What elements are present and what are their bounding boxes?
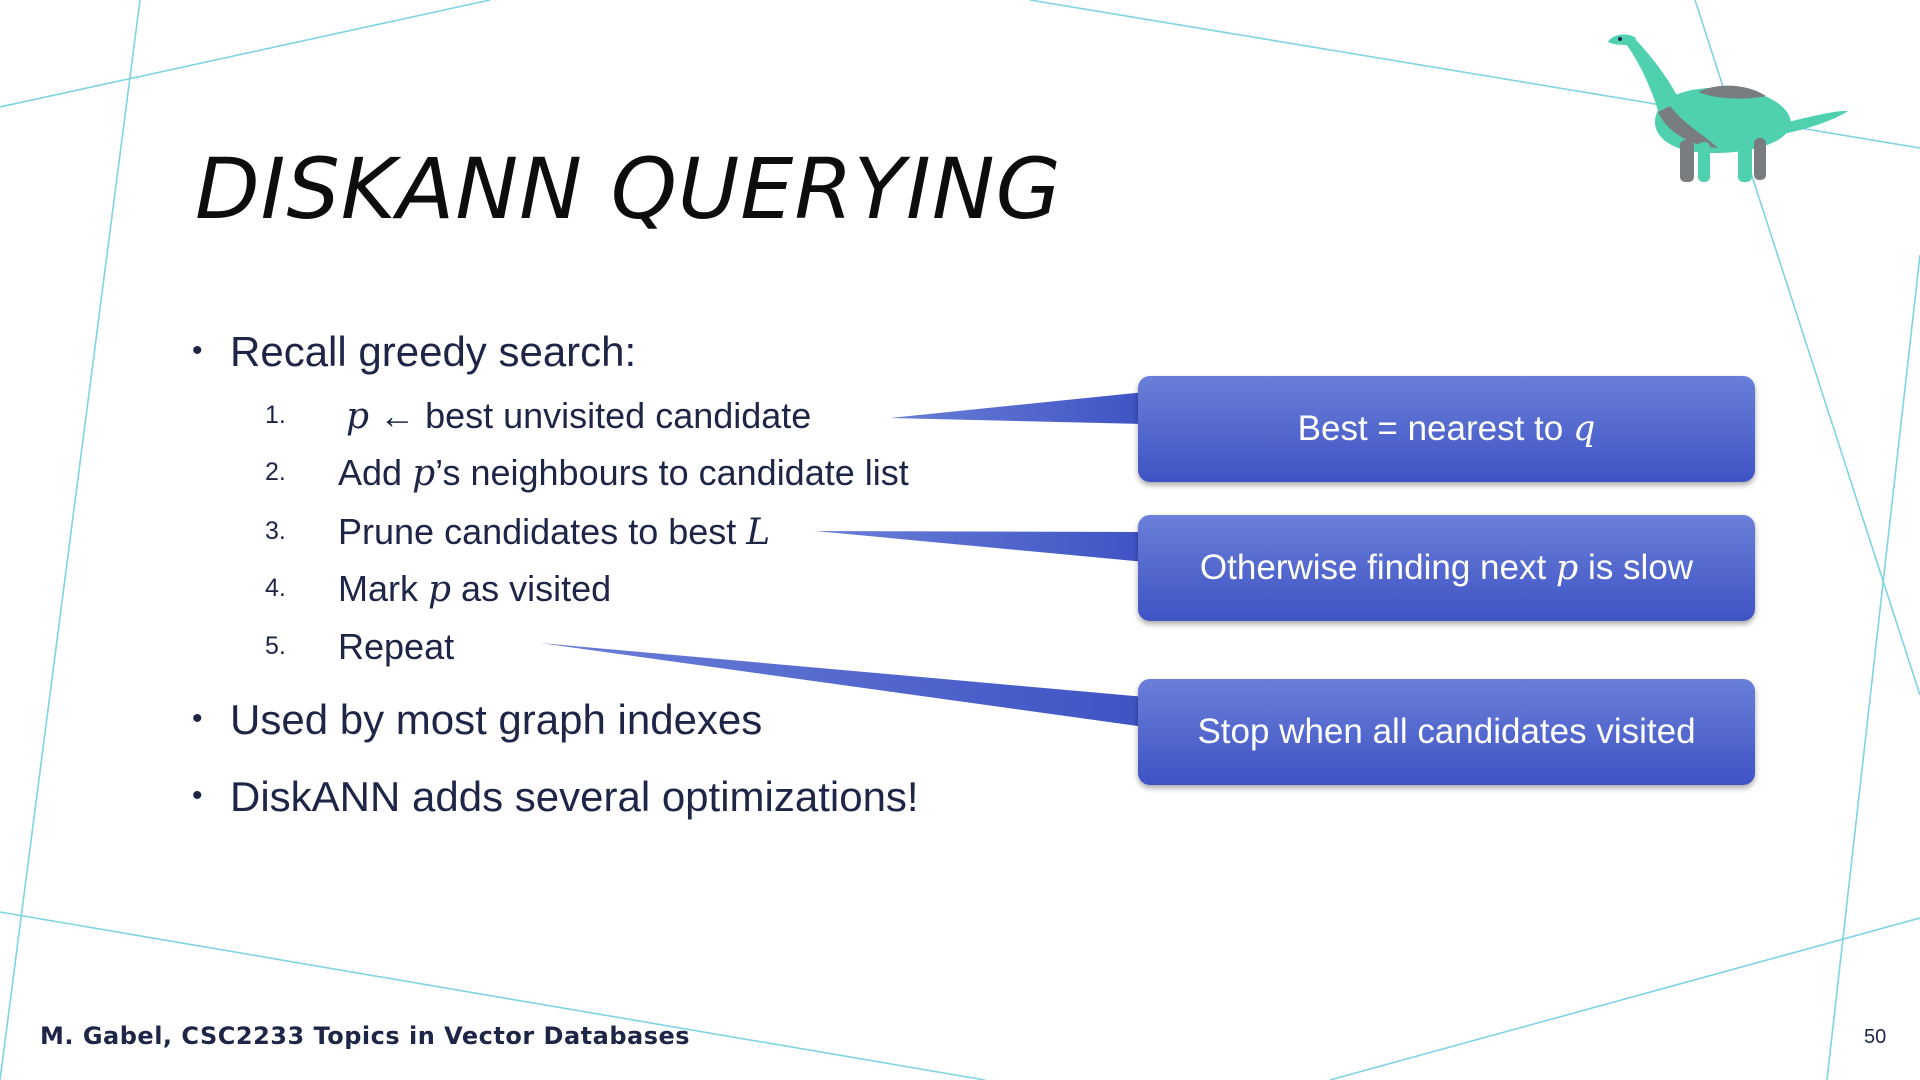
dinosaur-head <box>1608 34 1636 46</box>
bullet-text: Recall greedy search: <box>230 328 637 375</box>
callout-variable: p <box>1555 548 1579 588</box>
step-text-tail: ’s neighbours to candidate list <box>435 452 909 493</box>
step-text: Prune candidates to best L <box>338 511 770 553</box>
arrow-left-icon: ← <box>379 395 416 436</box>
bullet-item: • Recall greedy search: <box>192 328 636 376</box>
step-text-head: Prune candidates to best <box>338 511 747 552</box>
bg-line <box>0 0 491 108</box>
step-variable: p <box>428 569 452 610</box>
dinosaur-belly <box>1658 106 1718 148</box>
callout-text: Stop when all candidates visited <box>1197 712 1696 751</box>
callout-text-tail: is slow <box>1578 548 1694 587</box>
bg-line <box>1329 917 1920 1080</box>
callout-pointer-2 <box>815 531 1145 562</box>
callout-stop-when-visited: Stop when all candidates visited <box>1138 679 1755 785</box>
footer-attribution: M. Gabel, CSC2233 Topics in Vector Datab… <box>40 1022 691 1050</box>
callout-pointer-3 <box>540 643 1145 727</box>
step-text-tail: as visited <box>451 568 612 609</box>
bullet-item: • DiskANN adds several optimizations! <box>192 773 919 821</box>
dinosaur-icon <box>1608 34 1848 182</box>
step-text-head: Add <box>338 452 413 493</box>
bullet-dot: • <box>192 779 203 812</box>
dinosaur-eye <box>1618 37 1622 41</box>
step-number: 5. <box>265 632 286 660</box>
callout-text: Best = nearest to <box>1297 409 1573 448</box>
step-text-tail: best unvisited candidate <box>415 395 812 436</box>
callout-otherwise-slow: Otherwise finding next p is slow <box>1138 515 1755 621</box>
step-number: 3. <box>265 517 286 545</box>
step-number: 1. <box>265 401 286 429</box>
bg-line <box>1826 254 1920 1080</box>
bg-line <box>0 911 986 1080</box>
page-number: 50 <box>1864 1026 1887 1048</box>
step-variable: p <box>346 396 370 437</box>
bullet-dot: • <box>192 334 203 367</box>
step-text-head: Mark <box>338 568 428 609</box>
dinosaur-leg <box>1698 142 1710 182</box>
step-text: Mark p as visited <box>338 568 611 610</box>
bullet-text: DiskANN adds several optimizations! <box>230 773 919 820</box>
callout-best-nearest: Best = nearest to q <box>1138 376 1755 482</box>
step-text: Add p’s neighbours to candidate list <box>338 452 909 494</box>
step-number: 4. <box>265 574 286 602</box>
bullet-dot: • <box>192 702 203 735</box>
bg-line <box>0 0 141 1080</box>
callout-text: Otherwise finding next <box>1199 548 1556 587</box>
step-number: 2. <box>265 458 286 486</box>
callout-pointer-1 <box>890 392 1145 424</box>
bullet-item: • Used by most graph indexes <box>192 696 762 744</box>
slide-title: DISKANN QUERYING <box>195 140 1062 238</box>
dinosaur-neck <box>1626 38 1684 118</box>
bullet-text: Used by most graph indexes <box>230 696 763 743</box>
dinosaur-tail <box>1783 110 1848 134</box>
step-text: p ← best unvisited candidate <box>346 395 811 437</box>
dinosaur-leg <box>1738 140 1752 182</box>
step-text: Repeat <box>338 626 455 667</box>
dinosaur-leg <box>1680 140 1694 182</box>
callout-variable: q <box>1572 409 1596 449</box>
step-variable: p <box>412 453 436 494</box>
dinosaur-back-spots <box>1698 85 1766 99</box>
step-variable: L <box>746 512 771 553</box>
dinosaur-leg <box>1754 138 1766 180</box>
